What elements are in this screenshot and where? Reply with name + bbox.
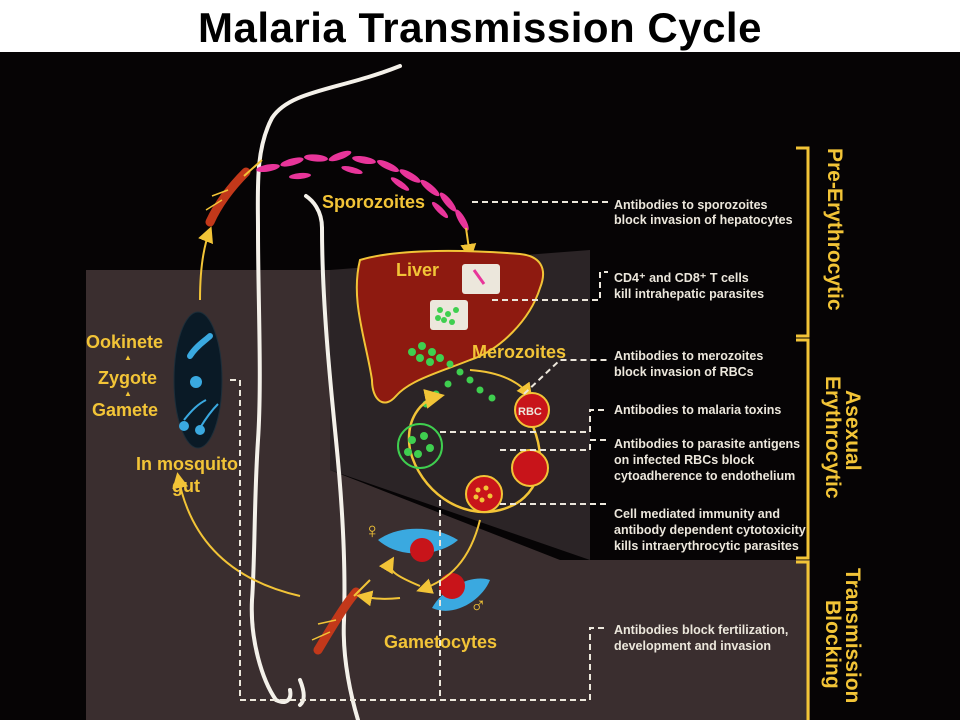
title-bar: Malaria Transmission Cycle — [0, 0, 960, 52]
category-pre-erythrocytic: Pre- Erythrocytic — [823, 148, 846, 311]
mechanism-connectors — [230, 201, 608, 701]
pre-erythrocytic-line-2: Erythrocytic — [823, 188, 846, 311]
liver-label: Liver — [396, 260, 439, 280]
pre-erythrocytic-line-1: Pre- — [823, 148, 846, 189]
gamete-label: Gamete — [92, 400, 158, 420]
zygote-label: Zygote — [98, 368, 157, 388]
note-2-line-2: kill intrahepatic parasites — [614, 287, 764, 301]
mosquito-cycle-return-arrow — [172, 472, 301, 597]
asexual-line-2-group: Erythrocytic — [821, 376, 844, 499]
mosquito-top-icon — [205, 159, 263, 227]
gut-label-line1: In mosquito — [136, 454, 238, 474]
rbc-cell — [514, 392, 550, 428]
note-2-line-1: CD4⁺ and CD8⁺ T cells — [614, 271, 749, 285]
note-4-line-1: Antibodies to malaria toxins — [614, 403, 781, 417]
mechanism-note-6: Cell mediated immunity and antibody depe… — [614, 507, 806, 553]
mechanism-note-1: Antibodies to sporozoites block invasion… — [614, 198, 793, 227]
note-6-line-2: antibody dependent cytotoxicity — [614, 523, 806, 537]
merozoites-label: Merozoites — [472, 342, 566, 362]
note-6-line-1: Cell mediated immunity and — [614, 507, 780, 521]
note-7-line-1: Antibodies block fertilization, — [614, 623, 788, 637]
sporozoites-label: Sporozoites — [322, 192, 425, 212]
note-1-line-1: Antibodies to sporozoites — [614, 198, 768, 212]
diagram-slide: ♀ ♂ Sporozoites Liver Merozoites RBC Gam… — [0, 52, 960, 720]
rbc-ring-stage — [511, 449, 549, 487]
svg-text:▲: ▲ — [124, 389, 132, 398]
transmission-line-2-group: Blocking — [821, 600, 844, 689]
note-1-line-2: block invasion of hepatocytes — [614, 213, 793, 227]
note-3-line-2: block invasion of RBCs — [614, 365, 754, 379]
transmission-line-1: Transmission — [841, 568, 864, 703]
mechanism-note-5: Antibodies to parasite antigens on infec… — [614, 437, 800, 483]
gut-label-line2: gut — [172, 476, 200, 496]
note-5-line-3: cytoadherence to endothelium — [614, 469, 795, 483]
malaria-cycle-diagram: ♀ ♂ Sporozoites Liver Merozoites RBC Gam… — [86, 64, 864, 720]
female-symbol: ♀ — [364, 518, 381, 543]
bursting-schizont — [397, 423, 443, 469]
mechanism-note-2: CD4⁺ and CD8⁺ T cells kill intrahepatic … — [614, 271, 764, 301]
transmission-line-2: Blocking — [821, 600, 844, 689]
note-7-line-2: development and invasion — [614, 639, 771, 653]
rbc-label: RBC — [518, 406, 542, 418]
note-5-line-1: Antibodies to parasite antigens — [614, 437, 800, 451]
male-symbol: ♂ — [470, 592, 487, 617]
asexual-line-2: Erythrocytic — [821, 376, 844, 499]
category-asexual-erythrocytic: Asexual — [841, 390, 864, 471]
mechanism-note-3: Antibodies to merozoites block invasion … — [614, 349, 763, 379]
asexual-line-1: Asexual — [841, 390, 864, 471]
human-arm-outline — [249, 64, 402, 720]
sporozoites-cluster — [256, 150, 469, 231]
ookinete-label: Ookinete — [86, 332, 163, 352]
note-6-line-3: kills intraerythrocytic parasites — [614, 539, 799, 553]
human-host-panel — [86, 270, 810, 720]
svg-text:▲: ▲ — [124, 353, 132, 362]
category-transmission-blocking: Transmission — [841, 568, 864, 703]
note-3-line-1: Antibodies to merozoites — [614, 349, 763, 363]
slide-title: Malaria Transmission Cycle — [198, 4, 762, 51]
note-5-line-2: on infected RBCs block — [614, 453, 754, 467]
category-brackets — [796, 146, 810, 720]
mechanism-note-4: Antibodies to malaria toxins — [614, 403, 781, 417]
mechanism-note-7: Antibodies block fertilization, developm… — [614, 623, 788, 653]
rbc-schizont — [465, 475, 503, 513]
zygote-cell — [190, 376, 202, 388]
